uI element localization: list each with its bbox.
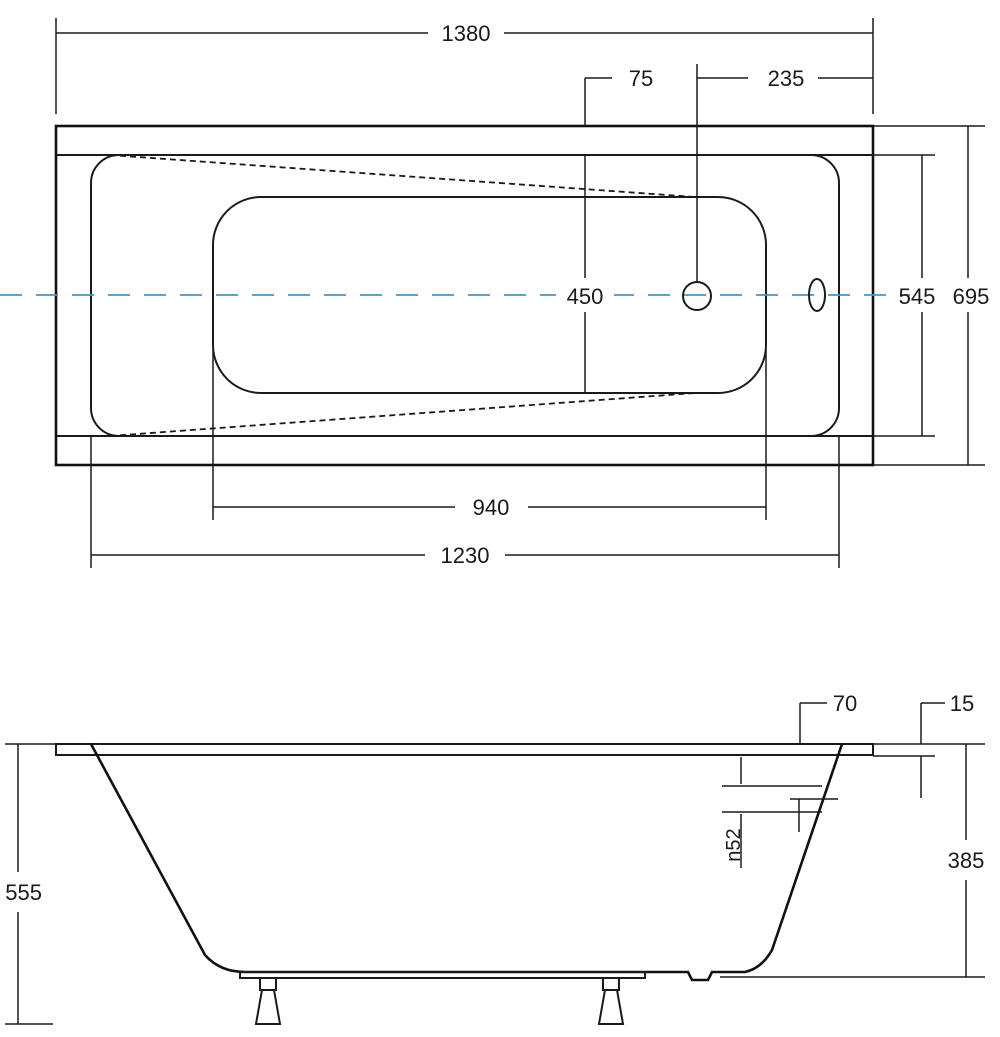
side-view: 70 15 n52 385 555 bbox=[5, 691, 985, 1025]
dim-rim-width: 545 bbox=[899, 284, 936, 309]
dim-inner-length: 1230 bbox=[441, 543, 490, 568]
foot-right bbox=[597, 977, 625, 1025]
side-rim bbox=[55, 743, 874, 756]
top-view: 1380 75 235 450 545 695 940 bbox=[0, 18, 989, 568]
overflow-icon bbox=[808, 278, 826, 312]
backrest-slope-bottom bbox=[109, 392, 696, 437]
backrest-slope-top bbox=[109, 154, 696, 198]
dim-depth: 385 bbox=[948, 848, 985, 873]
drain-icon bbox=[682, 281, 712, 311]
dim-overflow: n52 bbox=[723, 828, 745, 861]
dim-rim-thickness: 70 bbox=[833, 691, 857, 716]
tub-outer-rim bbox=[54, 124, 875, 467]
side-tub-body bbox=[89, 743, 844, 982]
foot-left bbox=[254, 977, 282, 1025]
dim-drain-offset: 75 bbox=[629, 66, 653, 91]
dim-total-height: 555 bbox=[5, 880, 42, 905]
side-bottom-plate bbox=[239, 971, 646, 979]
dim-bottom-length: 940 bbox=[473, 495, 510, 520]
dim-overall-width: 695 bbox=[953, 284, 990, 309]
dim-lip: 15 bbox=[950, 691, 974, 716]
dim-drain-from-end: 235 bbox=[768, 66, 805, 91]
dim-overall-length: 1380 bbox=[442, 21, 491, 46]
dim-inner-width: 450 bbox=[567, 284, 604, 309]
